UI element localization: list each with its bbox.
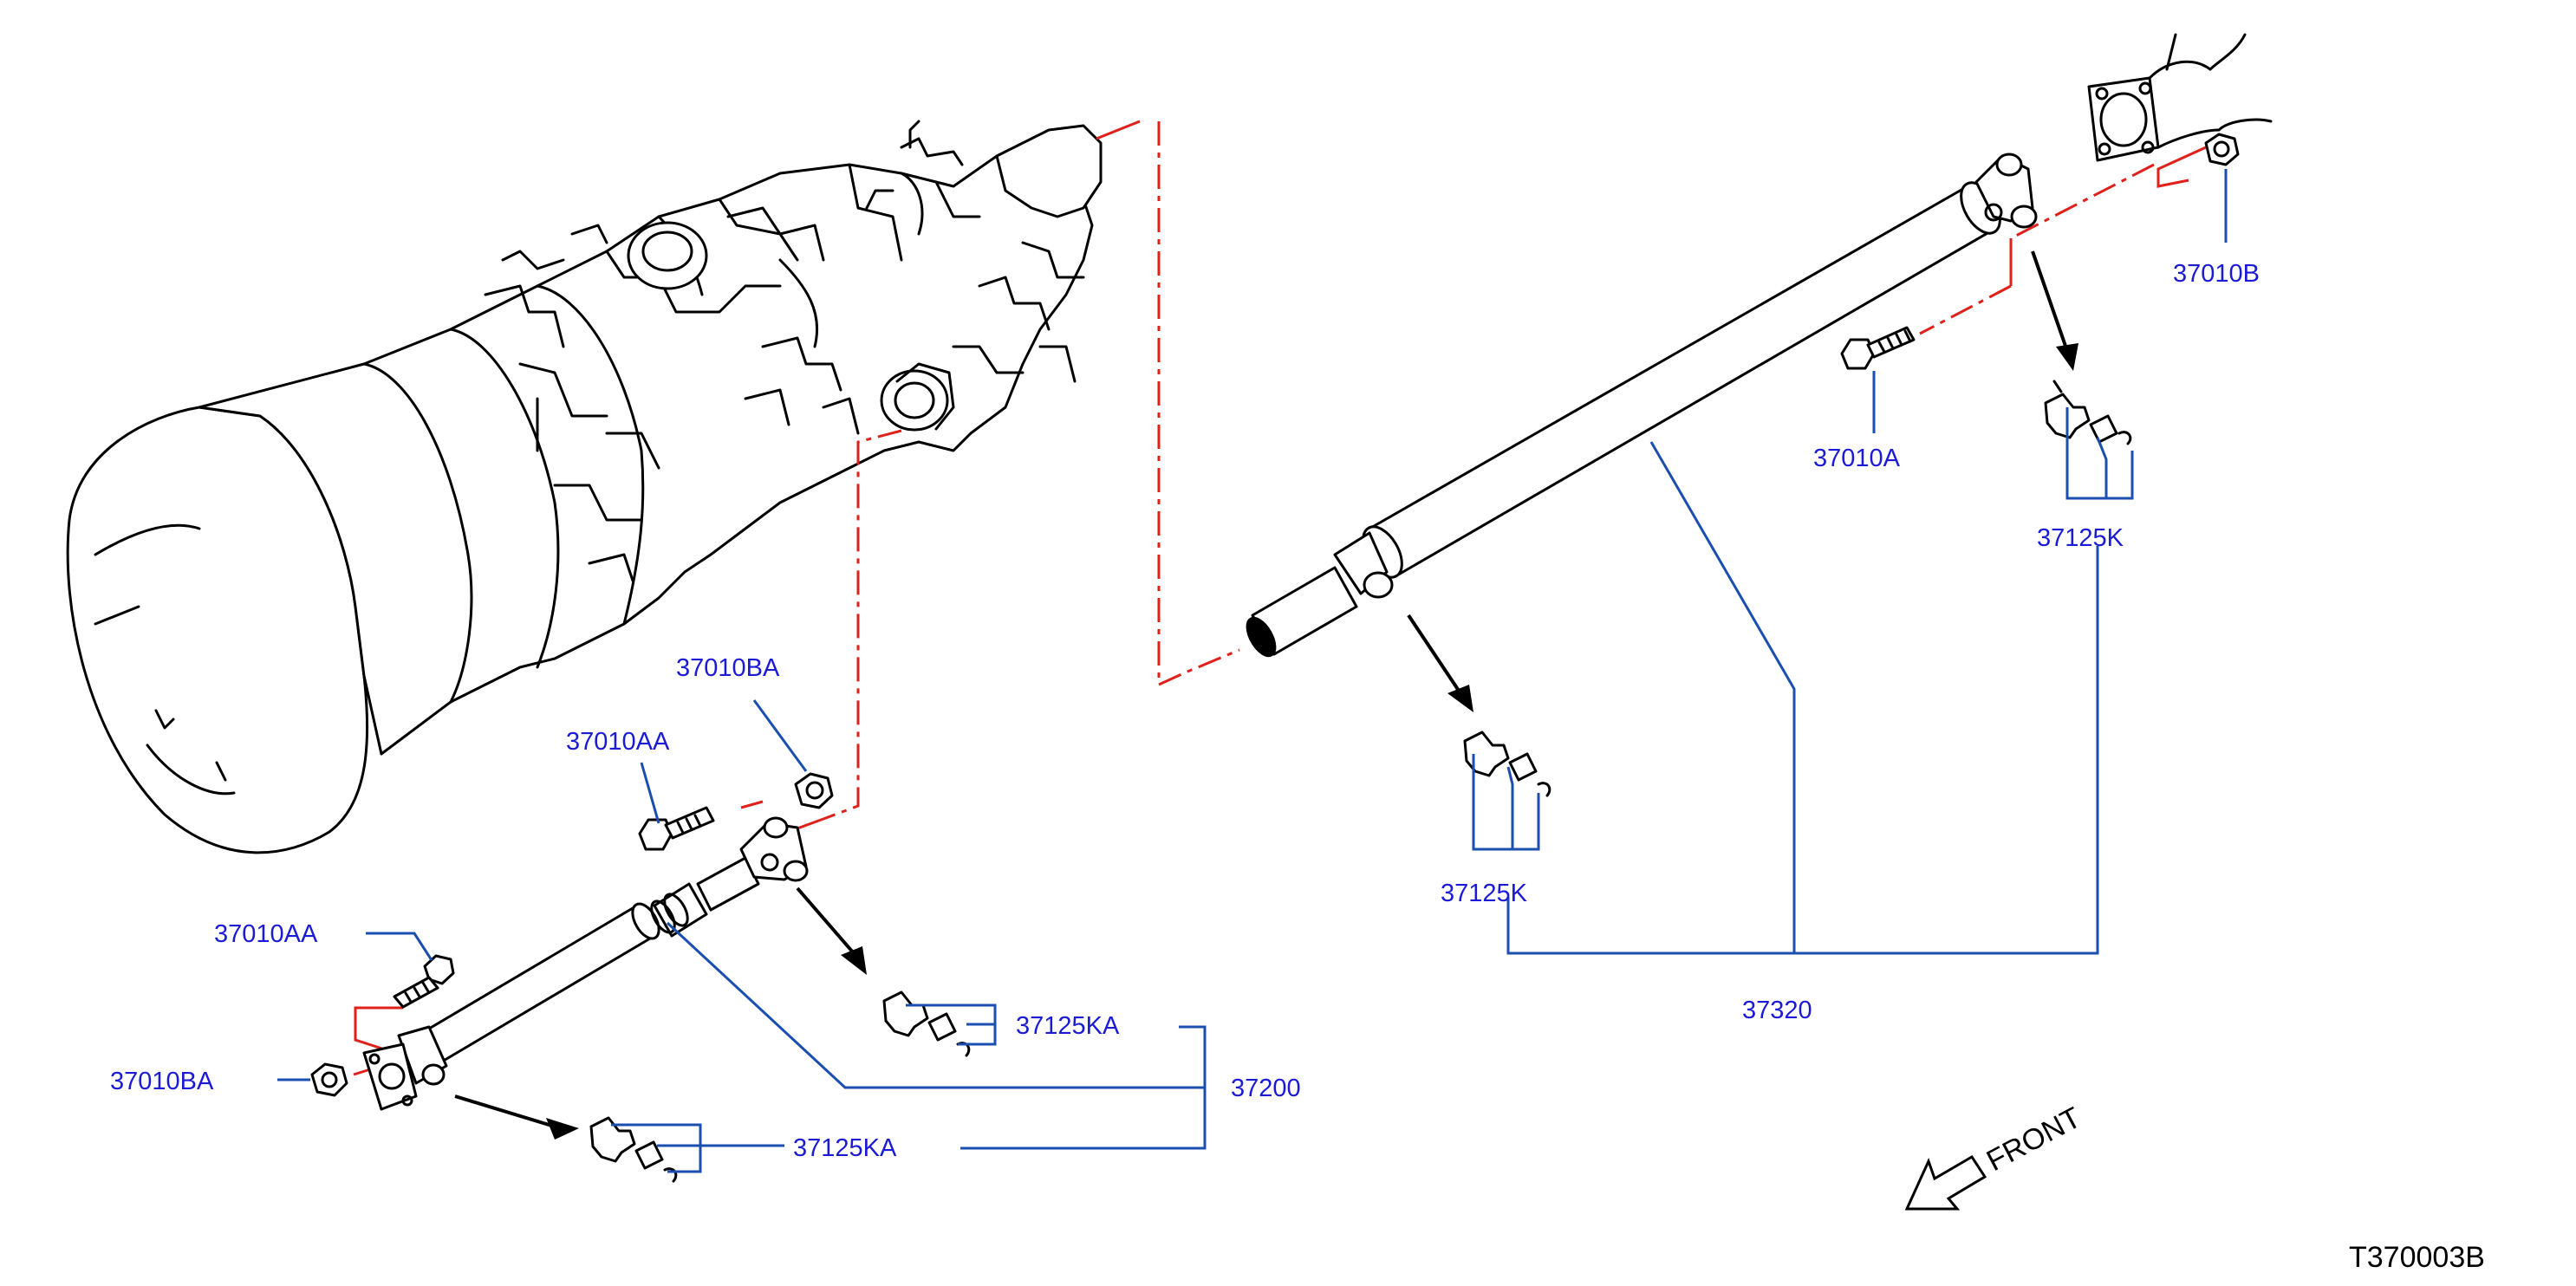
label-37320: 37320: [1742, 997, 1812, 1024]
label-37010BA-top: 37010BA: [676, 654, 780, 682]
front-propeller-shaft: [362, 816, 809, 1111]
label-37010AA-top: 37010AA: [566, 728, 670, 756]
label-37010AA-left: 37010AA: [214, 920, 318, 948]
reference-lines: [353, 120, 2207, 1076]
transmission-assembly: [66, 120, 1103, 854]
label-37125KA-lower: 37125KA: [793, 1134, 897, 1162]
label-37125KA-upper: 37125KA: [1016, 1012, 1120, 1040]
bolt-37010AA-top: [638, 806, 715, 851]
leader-lines: [277, 169, 2228, 1173]
label-37010A: 37010A: [1813, 445, 1901, 472]
nut-37010B: [2204, 133, 2240, 166]
ujoint-kit-lower-front: [589, 1116, 678, 1183]
ujoint-kit-right: [2044, 380, 2132, 445]
bolt-37010AA-left: [393, 954, 455, 1009]
label-37125K-mid: 37125K: [1441, 880, 1528, 907]
front-direction-indicator: FRONT: [1904, 1101, 2086, 1211]
front-label: FRONT: [1981, 1101, 2086, 1179]
rear-axle-flange: [2087, 33, 2273, 162]
nut-37010BA-left: [310, 1062, 348, 1097]
label-37200: 37200: [1231, 1075, 1301, 1102]
label-37125K-right: 37125K: [2037, 524, 2124, 552]
bolt-37010A: [1840, 326, 1916, 370]
label-37010BA-left: 37010BA: [110, 1068, 214, 1095]
detail-arrows: [454, 250, 2078, 1140]
label-37010B: 37010B: [2173, 260, 2260, 288]
callout-labels: 37010B 37010A 37125K 37125K 37320 37010B…: [110, 260, 2260, 1162]
ujoint-kit-middle: [1463, 731, 1551, 797]
diagram-code: T370003B: [2349, 1241, 2485, 1274]
ujoint-kit-upper-front: [882, 990, 971, 1057]
nut-37010BA-top: [794, 772, 834, 809]
rear-propeller-shaft: [1246, 153, 2038, 658]
